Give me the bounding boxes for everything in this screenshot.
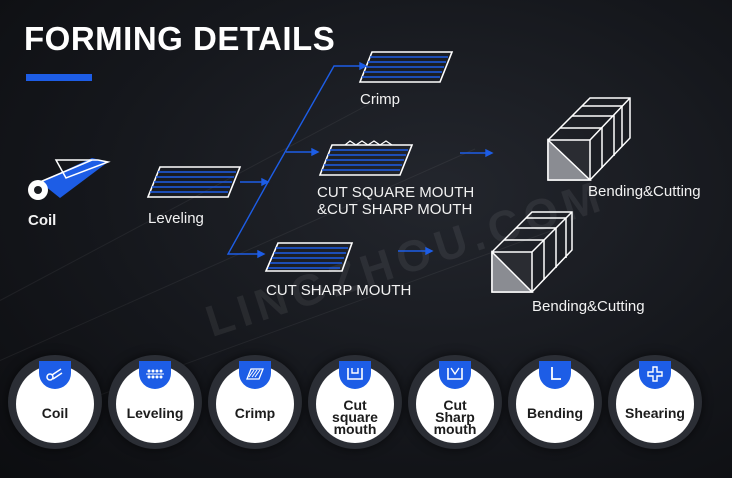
cut-square-label-line1: CUT SQUARE MOUTH	[317, 184, 475, 201]
step-label: Bending	[527, 405, 583, 421]
shearing-icon	[639, 361, 671, 389]
step-leveling: Leveling	[108, 355, 202, 449]
cut-square-label-line2: &CUT SHARP MOUTH	[317, 201, 473, 218]
page-title: FORMING DETAILS	[24, 20, 336, 57]
cut-sharp-label: CUT SHARP MOUTH	[266, 282, 412, 299]
leveling-label: Leveling	[148, 210, 204, 227]
leveling-icon	[139, 361, 171, 389]
flow-connectors	[226, 61, 494, 259]
cut-sharp-sheet-graphic	[264, 242, 354, 272]
step-label: Leveling	[126, 405, 184, 421]
step-shearing: Shearing	[608, 355, 702, 449]
bending-icon	[539, 361, 571, 389]
crimp-icon	[239, 361, 271, 389]
coil-icon	[39, 361, 71, 389]
step-label: Shearing	[625, 405, 685, 421]
crimp-sheet-graphic	[358, 51, 454, 83]
bending-cutting-label-top: Bending&Cutting	[588, 183, 701, 200]
title-underline	[26, 74, 92, 81]
square-tube-graphic	[547, 97, 631, 181]
coil-graphic	[28, 158, 111, 200]
step-crimp: Crimp	[208, 355, 302, 449]
cut-square-sheet-graphic	[318, 140, 414, 176]
step-coil: Coil	[8, 355, 102, 449]
step-label: Coil	[41, 405, 69, 421]
cut-square-icon	[339, 361, 371, 389]
step-bending: Bending	[508, 355, 602, 449]
coil-label: Coil	[28, 212, 57, 229]
step-label: Crimp	[234, 405, 276, 421]
cut-sharp-icon	[439, 361, 471, 389]
leveling-sheet-graphic	[146, 166, 242, 198]
bending-cutting-label-bottom: Bending&Cutting	[532, 298, 645, 315]
crimp-label: Crimp	[360, 91, 400, 108]
square-tube-graphic	[491, 211, 573, 293]
